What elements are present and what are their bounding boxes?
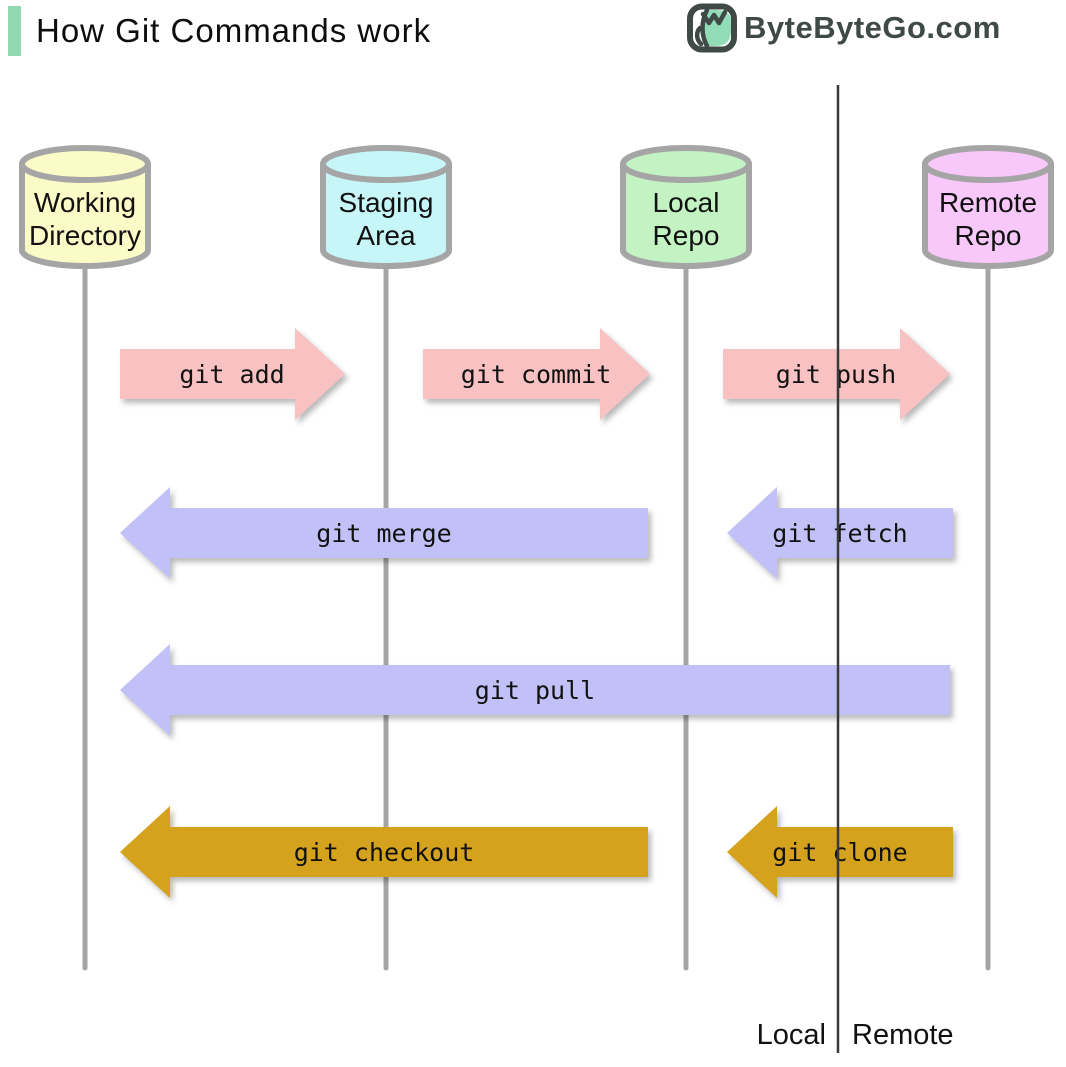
arrow-label-git-clone: git clone <box>772 838 907 867</box>
cylinder-label-line1: Working <box>34 187 136 218</box>
zone-label-local: Local <box>757 1019 826 1051</box>
cylinder-working-directory: Working Directory <box>19 145 151 269</box>
bytebytego-owl-icon <box>687 3 737 53</box>
cylinder-top <box>19 145 151 183</box>
cylinder-staging-area: Staging Area <box>320 145 452 269</box>
arrow-git-pull <box>120 644 950 736</box>
arrow-git-merge <box>120 487 648 579</box>
arrow-label-git-push: git push <box>776 360 896 389</box>
cylinder-body <box>19 161 151 269</box>
cylinder-top <box>620 145 752 183</box>
cylinder-label-line1: Remote <box>939 187 1037 218</box>
cylinder-label-line2: Repo <box>955 220 1022 251</box>
cylinder-label-line2: Directory <box>29 220 141 251</box>
cylinder-label-line1: Staging <box>339 187 434 218</box>
arrow-label-git-pull: git pull <box>475 676 595 705</box>
title-accent-bar <box>8 6 21 56</box>
cylinder-top <box>320 145 452 183</box>
cylinder-top <box>922 145 1054 183</box>
owl-crescent <box>694 25 704 47</box>
arrow-label-git-add: git add <box>179 360 284 389</box>
cylinder-label-line2: Area <box>356 220 416 251</box>
page-title: How Git Commands work <box>36 12 432 49</box>
cylinder-remote-repo: Remote Repo <box>922 145 1054 269</box>
owl-beak-m <box>700 9 728 26</box>
cylinder-body <box>922 161 1054 269</box>
arrow-label-git-merge: git merge <box>316 519 451 548</box>
cylinder-label-line1: Local <box>653 187 720 218</box>
cylinder-local-repo: Local Repo <box>620 145 752 269</box>
arrow-git-add <box>120 328 345 420</box>
logo-text: ByteByteGo.com <box>744 10 1001 45</box>
cylinder-body <box>620 161 752 269</box>
arrow-git-clone <box>727 806 953 898</box>
zone-label-remote: Remote <box>852 1019 954 1051</box>
arrow-git-commit <box>423 328 650 420</box>
cylinder-label-line2: Repo <box>653 220 720 251</box>
cylinder-body <box>320 161 452 269</box>
arrow-label-git-commit: git commit <box>461 360 612 389</box>
arrow-label-git-checkout: git checkout <box>294 838 475 867</box>
owl-wing-line <box>700 7 710 49</box>
bytebytego-logo: ByteByteGo.com <box>686 3 1001 53</box>
arrow-label-git-fetch: git fetch <box>772 519 907 548</box>
arrow-git-checkout <box>120 806 648 898</box>
arrow-git-push <box>723 328 950 420</box>
arrow-git-fetch <box>727 487 953 579</box>
